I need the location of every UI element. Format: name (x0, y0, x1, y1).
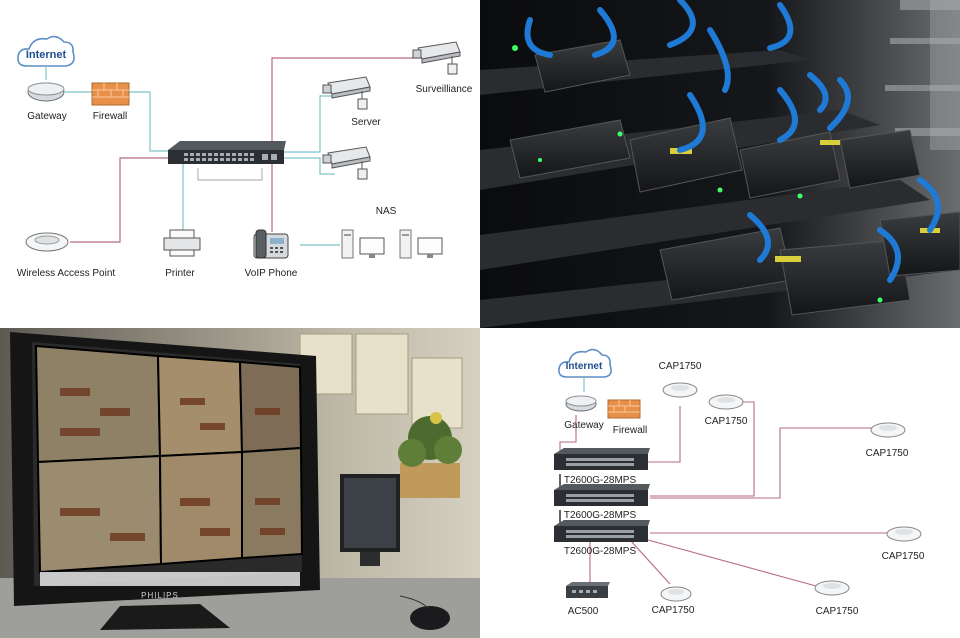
firewall-icon (91, 82, 130, 106)
mouse-icon (399, 595, 450, 630)
ap-right-mid-label: CAP1750 (882, 551, 925, 562)
link-switch2-ap-right (650, 427, 876, 499)
bottom-right-network-diagram: Internet Gateway Firewall T2600G-28MPS T… (480, 328, 960, 638)
blue-cables (524, 0, 941, 283)
router-icon (565, 395, 597, 412)
monitor-brand: PHILIPS (141, 591, 179, 600)
link-switch-camera (284, 157, 335, 175)
ap-right-top-label: CAP1750 (866, 448, 909, 459)
firewall-label-2: Firewall (613, 425, 647, 436)
computer-icon (341, 229, 385, 259)
topology-diagram-svg: Internet Gateway Firewall T2600G-28MPS T… (554, 348, 925, 617)
switch1-label: T2600G-28MPS (564, 475, 637, 486)
camera-icon (322, 76, 371, 110)
link-switch-wap (70, 157, 170, 243)
printer-label: Printer (165, 268, 195, 279)
switch-icon (168, 141, 286, 164)
gateway-label: Gateway (27, 111, 66, 122)
phone-icon (253, 229, 289, 259)
cloud-icon (558, 348, 612, 378)
controller-icon (566, 582, 610, 598)
firewall-label: Firewall (93, 111, 127, 122)
link-switch2-ap-mid (650, 401, 755, 497)
wireless-label: Wireless Access Point (17, 268, 116, 279)
computer-icon (399, 229, 443, 259)
link-switch3-ap-bottom (629, 539, 671, 585)
monitor-icon: PHILIPS (0, 328, 480, 638)
camera-icon (322, 146, 371, 180)
plant (398, 412, 462, 498)
surveillance-label: Surveilliance (416, 84, 473, 95)
cctv-monitor-photo: PHILIPS (0, 328, 480, 638)
server-label: Server (351, 117, 381, 128)
camera-icon (412, 41, 461, 75)
ap-top-label: CAP1750 (659, 361, 702, 372)
server-rack-icon (480, 0, 960, 328)
internet-label-2: Internet (566, 361, 603, 372)
access-point-icon (660, 586, 692, 602)
link-switch-server (284, 95, 335, 153)
switch-icon (554, 520, 650, 542)
main-monitor: PHILIPS (10, 332, 320, 630)
access-point-icon (25, 232, 69, 252)
voip-label: VoIP Phone (245, 268, 298, 279)
link-switch-sub (197, 168, 263, 181)
switch-icon (554, 448, 650, 470)
top-left-network-diagram: Internet Gateway Firewall (0, 0, 480, 328)
ap-bottom-center-label: CAP1750 (652, 605, 695, 616)
ac-label: AC500 (568, 606, 599, 617)
gateway-label-2: Gateway (564, 420, 603, 431)
access-point-icon (886, 526, 922, 542)
network-diagram-svg: Internet Gateway Firewall (17, 35, 473, 279)
nas-label: NAS (376, 206, 397, 217)
access-point-icon (662, 382, 698, 398)
cloud-icon (17, 35, 75, 67)
ap-bottom-right-label: CAP1750 (816, 606, 859, 617)
firewall-icon (607, 399, 641, 419)
ap-mid-label: CAP1750 (705, 416, 748, 427)
switch2-label: T2600G-28MPS (564, 510, 637, 521)
access-point-icon (814, 580, 850, 596)
link-gateway-switch1 (559, 415, 577, 454)
switch-icon (554, 484, 650, 506)
switch3-label: T2600G-28MPS (564, 546, 637, 557)
printer-icon (163, 229, 201, 257)
link-switch-surveillance (271, 57, 420, 152)
internet-label: Internet (26, 49, 67, 61)
second-monitor (340, 474, 400, 566)
server-rack-photo (480, 0, 960, 328)
link-switch3-ap-bottom-right (647, 539, 817, 587)
router-icon (27, 82, 65, 102)
access-point-icon (870, 422, 906, 438)
access-point-icon (708, 394, 744, 410)
